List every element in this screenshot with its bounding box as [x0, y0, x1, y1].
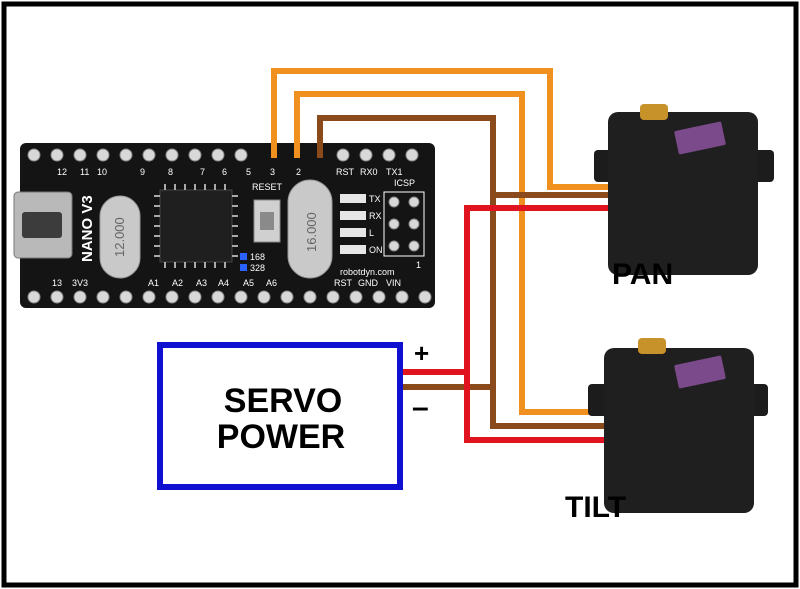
servo-power-box: SERVO POWER + – — [157, 338, 429, 490]
tilt-servo-body — [604, 348, 754, 513]
pin-label: A6 — [266, 278, 277, 288]
wire-tilt-power — [464, 372, 612, 443]
pin-label: RST — [334, 278, 353, 288]
pin-label: A3 — [196, 278, 207, 288]
tilt-servo-sticker — [674, 355, 726, 389]
icsp-header — [383, 191, 425, 257]
power-plus-label: + — [414, 338, 429, 368]
pin-label: 6 — [222, 167, 227, 177]
power-box-line1: SERVO — [224, 382, 342, 420]
pin-label: A5 — [243, 278, 254, 288]
led-tx — [340, 194, 366, 203]
wires — [271, 68, 612, 443]
bottom-pin-labels: 13 3V3 A1 A2 A3 A4 A5 A6 RST GND VIN — [52, 278, 401, 288]
bottom-pin-header — [27, 290, 432, 304]
reset-button-cap — [260, 212, 274, 230]
icsp-pin1-label: 1 — [416, 260, 421, 270]
crystal-12mhz — [99, 195, 141, 279]
board-brand: robotdyn.com — [340, 267, 395, 277]
chip-168-label: 168 — [250, 252, 265, 262]
pin-label: 5 — [246, 167, 251, 177]
pin-label: TX1 — [386, 167, 403, 177]
pin-label: 13 — [52, 278, 62, 288]
icsp-label: ICSP — [394, 178, 415, 188]
led-l-label: L — [369, 228, 374, 238]
led-on — [340, 245, 366, 254]
crystal-12mhz-label: 12.000 — [112, 217, 127, 257]
status-leds: TX RX L ON — [340, 194, 383, 255]
pin-label: VIN — [386, 278, 401, 288]
led-l — [340, 228, 366, 237]
led-rx-label: RX — [369, 211, 382, 221]
pin-label: GND — [358, 278, 379, 288]
pin-label: A4 — [218, 278, 229, 288]
pin-label: 9 — [140, 167, 145, 177]
reset-button[interactable] — [253, 199, 281, 243]
pan-servo-body — [608, 112, 758, 275]
reset-label: RESET — [252, 182, 283, 192]
pin-label: 8 — [168, 167, 173, 177]
chip-328-marker — [240, 264, 247, 271]
led-rx — [340, 211, 366, 220]
pin-label: 11 — [80, 167, 89, 177]
wire-ground-bus — [317, 115, 612, 429]
pan-servo: PAN — [594, 104, 774, 291]
top-pin-header — [27, 148, 419, 162]
crystal-16mhz — [287, 179, 333, 279]
pan-servo-sticker — [674, 121, 726, 155]
wire-tilt-signal — [294, 91, 612, 415]
board-model-label: NANO V3 — [79, 195, 96, 262]
wire-pan-signal — [271, 68, 612, 190]
usb-port-icon — [22, 212, 62, 238]
tilt-servo: TILT — [565, 338, 768, 524]
pin-label: 7 — [200, 167, 205, 177]
chip-168-marker — [240, 253, 247, 260]
led-tx-label: TX — [369, 194, 381, 204]
arduino-nano-board: NANO V3 12.000 RESET 168 328 16.000 TX R… — [13, 143, 435, 308]
pin-label: A1 — [148, 278, 159, 288]
pin-label: 3V3 — [72, 278, 88, 288]
pin-label: RST — [336, 167, 355, 177]
pin-label: 3 — [270, 167, 275, 177]
pin-label: 2 — [296, 167, 301, 177]
pin-label: A2 — [172, 278, 183, 288]
pin-label: 12 — [57, 167, 67, 177]
pan-servo-horn-icon — [640, 104, 668, 120]
pan-label: PAN — [612, 258, 673, 291]
power-box-frame — [157, 342, 403, 490]
top-pin-labels: 12 11 10 9 8 7 6 5 4 3 2 RST RX0 TX1 — [57, 167, 403, 177]
wire-pan-power — [402, 205, 612, 375]
microcontroller-chip — [159, 189, 233, 263]
led-on-label: ON — [369, 245, 383, 255]
crystal-16mhz-label: 16.000 — [304, 212, 319, 252]
power-box-line2: POWER — [217, 418, 345, 456]
pin-label: RX0 — [360, 167, 378, 177]
tilt-servo-horn-icon — [638, 338, 666, 354]
tilt-label: TILT — [565, 491, 626, 524]
power-minus-label: – — [412, 391, 429, 424]
chip-328-label: 328 — [250, 263, 265, 273]
pin-label: 10 — [97, 167, 107, 177]
